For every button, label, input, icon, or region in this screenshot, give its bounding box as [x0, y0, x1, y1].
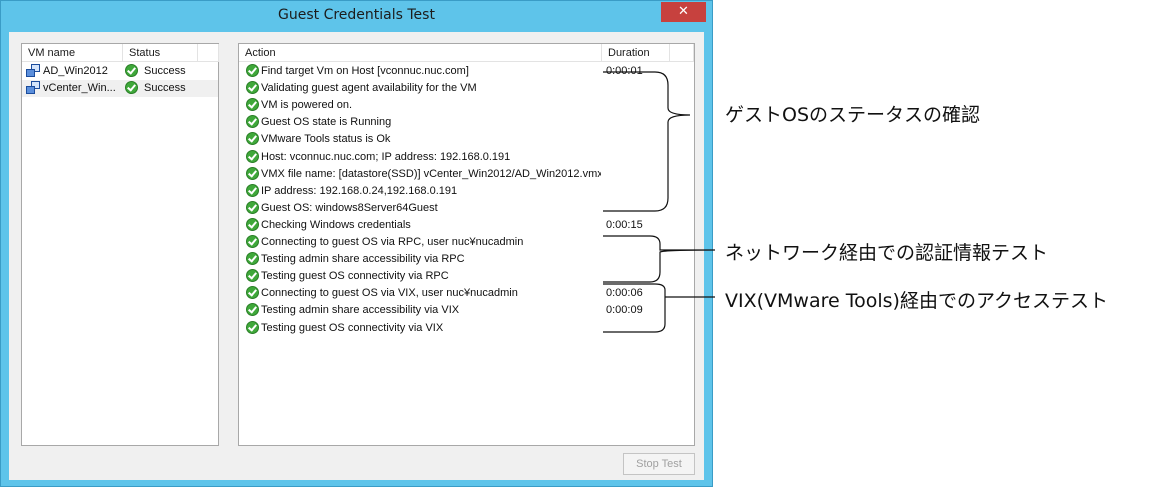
action-list-row[interactable]: VMX file name: [datastore(SSD)] vCenter_… — [239, 166, 694, 183]
annotation-network-auth: ネットワーク経由での認証情報テスト — [725, 242, 1049, 264]
action-list-row[interactable]: Testing admin share accessibility via VI… — [239, 302, 694, 319]
action-list-row[interactable]: Connecting to guest OS via RPC, user nuc… — [239, 234, 694, 251]
action-text: IP address: 192.168.0.24,192.168.0.191 — [261, 184, 458, 197]
success-check-icon — [246, 166, 259, 180]
action-list-row[interactable]: Testing guest OS connectivity via RPC — [239, 268, 694, 285]
action-duration: 0:00:15 — [606, 218, 643, 231]
success-check-icon — [246, 217, 259, 231]
action-duration: 0:00:06 — [606, 287, 643, 300]
success-check-icon — [246, 81, 259, 95]
column-header-vm-name[interactable]: VM name — [22, 44, 123, 62]
close-button[interactable]: ✕ — [661, 2, 706, 22]
success-check-icon — [246, 132, 259, 146]
action-text: VM is powered on. — [261, 99, 353, 112]
guest-credentials-window: Guest Credentials Test ✕ VM name Status … — [0, 0, 713, 487]
action-list-row[interactable]: VMware Tools status is Ok — [239, 131, 694, 148]
action-list[interactable]: Action Duration Find target Vm on Host [… — [238, 43, 695, 446]
column-header-duration[interactable]: Duration — [602, 44, 670, 62]
action-text: Connecting to guest OS via RPC, user nuc… — [261, 236, 524, 248]
action-text: VMware Tools status is Ok — [261, 133, 391, 146]
action-list-row[interactable]: Find target Vm on Host [vconnuc.nuc.com]… — [239, 63, 694, 80]
action-text: Testing guest OS connectivity via VIX — [261, 321, 444, 334]
annotation-vix-test: VIX(VMware Tools)経由でのアクセステスト — [725, 290, 1108, 312]
success-check-icon — [246, 98, 259, 112]
success-check-icon — [246, 115, 259, 129]
action-list-row[interactable]: Testing admin share accessibility via RP… — [239, 251, 694, 268]
action-list-row[interactable]: Guest OS state is Running — [239, 114, 694, 131]
vm-list-row[interactable]: AD_Win2012 Success — [22, 63, 218, 80]
action-list-row[interactable]: VM is powered on. — [239, 97, 694, 114]
stop-test-button[interactable]: Stop Test — [623, 453, 695, 475]
vm-name: vCenter_Win... — [43, 82, 116, 94]
success-check-icon — [246, 320, 259, 334]
annotation-guest-os-status: ゲストOSのステータスの確認 — [725, 104, 981, 126]
success-check-icon — [246, 235, 259, 248]
action-text: Testing guest OS connectivity via RPC — [261, 270, 449, 283]
success-check-icon — [246, 149, 259, 163]
action-text: Connecting to guest OS via VIX, user nuc… — [261, 287, 518, 300]
action-list-row[interactable]: Guest OS: windows8Server64Guest — [239, 200, 694, 217]
action-list-row[interactable]: Testing guest OS connectivity via VIX — [239, 320, 694, 337]
action-text: VMX file name: [datastore(SSD)] vCenter_… — [261, 167, 601, 180]
success-check-icon — [125, 81, 138, 94]
vm-icon — [26, 64, 41, 78]
vm-list-row[interactable]: vCenter_Win... Success — [22, 80, 218, 97]
action-text: Testing admin share accessibility via VI… — [261, 304, 460, 317]
vm-icon — [26, 81, 41, 95]
success-check-icon — [246, 269, 259, 283]
vm-status: Success — [144, 82, 186, 94]
success-check-icon — [246, 64, 259, 77]
action-text: Validating guest agent availability for … — [261, 82, 477, 95]
bracket-guest-os-status — [603, 71, 691, 212]
vm-status: Success — [144, 65, 186, 77]
action-text: Testing admin share accessibility via RP… — [261, 253, 465, 266]
bracket-vix-test — [603, 283, 715, 333]
action-text: Checking Windows credentials — [261, 218, 411, 231]
window-title: Guest Credentials Test — [278, 7, 435, 23]
action-duration: 0:00:09 — [606, 304, 643, 317]
column-header-status[interactable]: Status — [123, 44, 198, 62]
action-duration: 0:00:01 — [606, 65, 643, 77]
success-check-icon — [246, 200, 259, 214]
vm-name: AD_Win2012 — [43, 65, 108, 77]
success-check-icon — [246, 303, 259, 317]
action-list-row[interactable]: Validating guest agent availability for … — [239, 80, 694, 97]
column-header-spacer — [198, 44, 219, 62]
success-check-icon — [125, 64, 138, 77]
title-bar[interactable]: Guest Credentials Test ✕ — [1, 1, 712, 33]
column-header-action[interactable]: Action — [239, 44, 602, 62]
action-text: Host: vconnuc.nuc.com; IP address: 192.1… — [261, 150, 511, 163]
success-check-icon — [246, 286, 259, 300]
action-text: Find target Vm on Host [vconnuc.nuc.com] — [261, 65, 469, 77]
action-list-row[interactable]: Checking Windows credentials 0:00:15 — [239, 217, 694, 234]
action-list-row[interactable]: IP address: 192.168.0.24,192.168.0.191 — [239, 183, 694, 200]
bracket-network-auth — [603, 235, 716, 283]
action-list-row[interactable]: Host: vconnuc.nuc.com; IP address: 192.1… — [239, 149, 694, 166]
success-check-icon — [246, 252, 259, 266]
action-text: Guest OS state is Running — [261, 116, 392, 129]
column-header-spacer — [670, 44, 694, 62]
action-list-row[interactable]: Connecting to guest OS via VIX, user nuc… — [239, 285, 694, 302]
action-text: Guest OS: windows8Server64Guest — [261, 201, 438, 214]
success-check-icon — [246, 183, 259, 197]
